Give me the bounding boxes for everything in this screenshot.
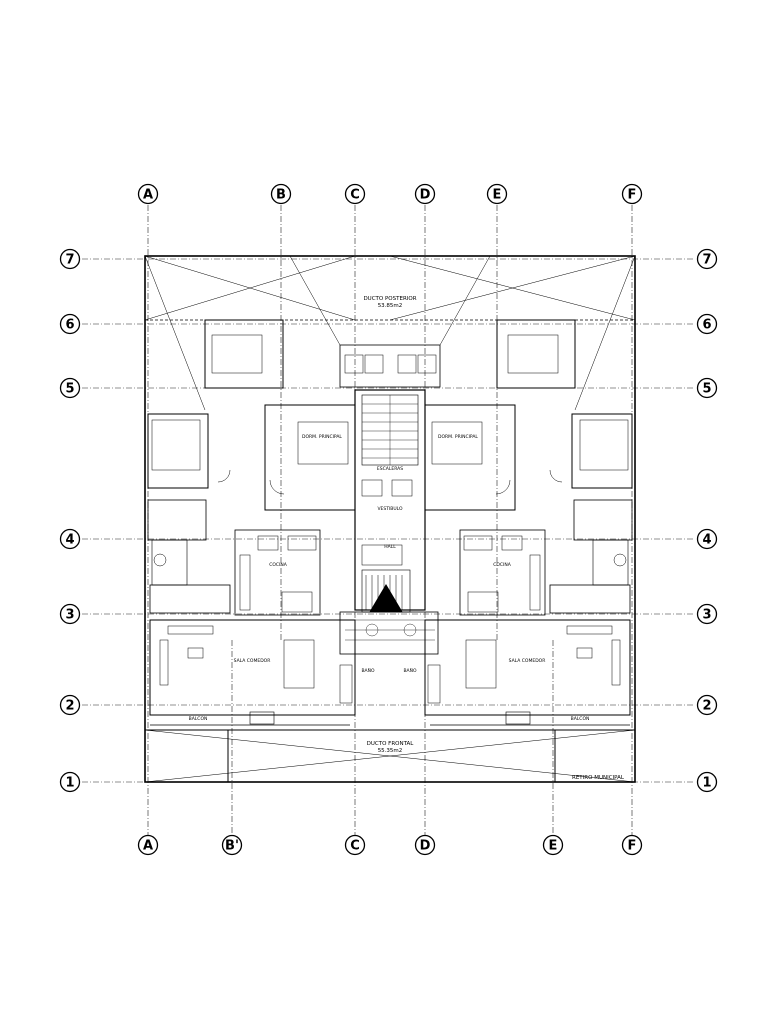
grid-bubble-d-bottom: D (414, 834, 436, 856)
svg-text:D: D (420, 188, 431, 203)
svg-text:C: C (350, 839, 360, 854)
svg-text:A: A (143, 188, 153, 203)
grid-bubble-a-top: A (137, 183, 159, 205)
grid-bubble-e-top: E (486, 183, 508, 205)
grid-bubble-2-right: 2 (696, 694, 718, 716)
svg-text:4: 4 (702, 533, 711, 548)
cocina-right-label: COCINA (493, 562, 512, 568)
grid-bubble-f-top: F (621, 183, 643, 205)
balcon-right-label: BALCON (571, 716, 590, 722)
ducto-frontal-label: DUCTO FRONTAL (367, 741, 415, 747)
vestibulo-label: VESTIBULO (377, 506, 403, 512)
grid-bubble-b-bottom: B' (221, 834, 243, 856)
grid-bubble-a-bottom: A (137, 834, 159, 856)
grid-bubble-7-left: 7 (59, 248, 81, 270)
svg-text:7: 7 (65, 253, 74, 268)
grid-bubble-c-top: C (344, 183, 366, 205)
svg-text:3: 3 (65, 608, 74, 623)
svg-text:6: 6 (65, 318, 74, 333)
grid-bubble-7-right: 7 (696, 248, 718, 270)
grid-bubble-1-left: 1 (59, 771, 81, 793)
grid-bubble-6-left: 6 (59, 313, 81, 335)
grid-bubble-4-right: 4 (696, 528, 718, 550)
grid-bubble-6-right: 6 (696, 313, 718, 335)
right-apartment (424, 319, 633, 726)
grid-bubble-d-top: D (414, 183, 436, 205)
svg-text:D: D (420, 839, 431, 854)
grid-bubble-2-left: 2 (59, 694, 81, 716)
bano-left-label: BAÑO (361, 667, 375, 674)
grid-bubble-3-left: 3 (59, 603, 81, 625)
grid-bubble-5-left: 5 (59, 377, 81, 399)
ducto-posterior-area: 53.85m2 (378, 303, 403, 309)
svg-text:1: 1 (65, 776, 74, 791)
svg-text:C: C (350, 188, 360, 203)
hall-label: HALL (384, 544, 396, 550)
svg-text:5: 5 (702, 382, 711, 397)
svg-text:E: E (549, 839, 558, 854)
left-apartment (147, 319, 356, 726)
ducto-frontal-area: 55.35m2 (378, 748, 403, 754)
grid-bubble-5-right: 5 (696, 377, 718, 399)
svg-text:B: B (276, 188, 286, 203)
svg-text:F: F (628, 188, 637, 203)
svg-text:1: 1 (702, 776, 711, 791)
grid-bubble-b-top: B (270, 183, 292, 205)
cocina-left-label: COCINA (269, 562, 288, 568)
svg-text:2: 2 (702, 699, 711, 714)
dorm-principal-left-label: DORM. PRINCIPAL (302, 434, 342, 440)
grid-bubble-f-bottom: F (621, 834, 643, 856)
grid-bubble-e-bottom: E (542, 834, 564, 856)
sala-comedor-left-label: SALA COMEDOR (234, 658, 271, 664)
building-outline (144, 255, 636, 783)
ducto-posterior-label: DUCTO POSTERIOR (363, 296, 416, 302)
sala-comedor-right-label: SALA COMEDOR (509, 658, 546, 664)
svg-text:2: 2 (65, 699, 74, 714)
escaleras-label: ESCALERAS (377, 466, 403, 472)
svg-text:4: 4 (65, 533, 74, 548)
svg-text:B': B' (225, 839, 239, 854)
dorm-principal-right-label: DORM. PRINCIPAL (438, 434, 478, 440)
grid-bubble-3-right: 3 (696, 603, 718, 625)
room-labels: DUCTO POSTERIOR 53.85m2 DUCTO FRONTAL 55… (189, 296, 625, 781)
grid-bubble-4-left: 4 (59, 528, 81, 550)
balcon-left-label: BALCON (189, 716, 208, 722)
grid-bubble-1-right: 1 (696, 771, 718, 793)
bano-right-label: BAÑO (403, 667, 417, 674)
svg-text:A: A (143, 839, 153, 854)
grid-bubble-c-bottom: C (344, 834, 366, 856)
grid-bubbles: A B C D E F A B' (59, 183, 718, 856)
svg-text:F: F (628, 839, 637, 854)
svg-text:E: E (493, 188, 502, 203)
retiro-municipal-label: RETIRO MUNICIPAL (572, 775, 625, 781)
svg-text:5: 5 (65, 382, 74, 397)
svg-text:3: 3 (702, 608, 711, 623)
svg-text:7: 7 (702, 253, 711, 268)
svg-text:6: 6 (702, 318, 711, 333)
